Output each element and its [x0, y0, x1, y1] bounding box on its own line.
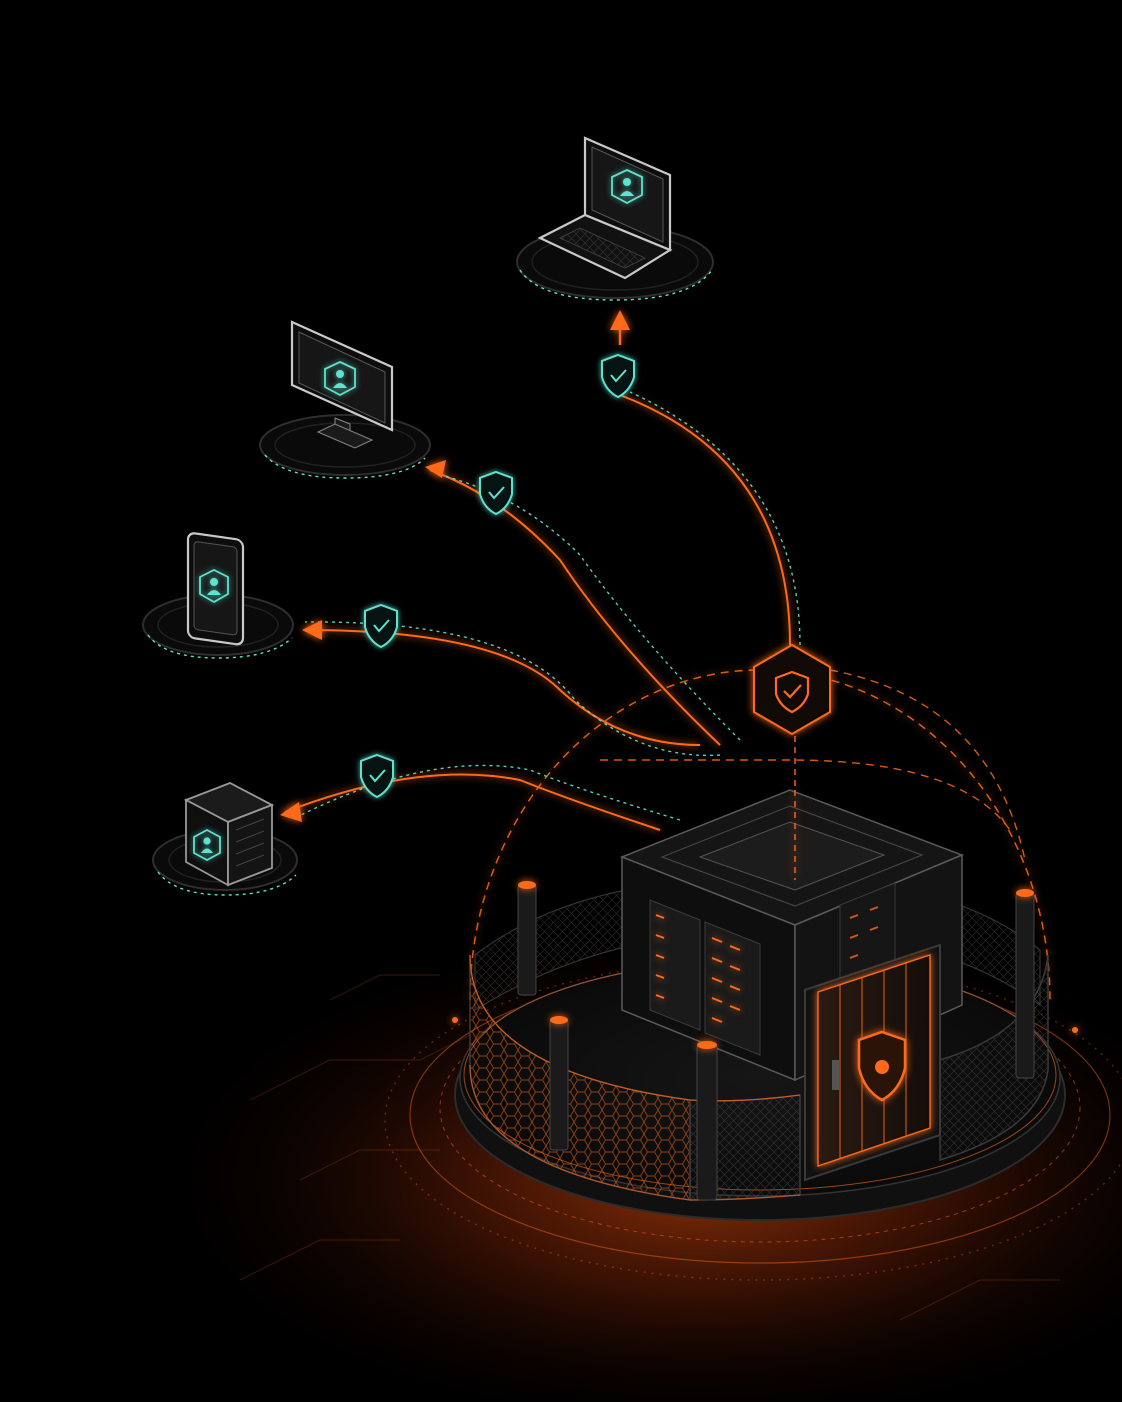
user-icon	[324, 361, 356, 397]
monitor-icon	[290, 320, 394, 449]
platform-monitor	[259, 414, 431, 479]
protection-dome	[469, 669, 1051, 1001]
floor-circuit-traces	[239, 974, 1060, 1321]
shield-check-icon	[479, 470, 513, 516]
arrow-left-icon	[425, 460, 446, 478]
fence-post	[1015, 889, 1035, 1079]
connection-laptop-orange	[619, 394, 791, 646]
connection-serverbox-orange	[284, 773, 661, 831]
user-icon	[199, 568, 229, 604]
shield-check-icon	[360, 753, 394, 799]
vault-gate	[804, 943, 941, 1182]
arrow-up-icon	[610, 310, 630, 330]
connection-phone-orange	[304, 629, 701, 746]
fence-post	[549, 1016, 569, 1151]
arrow-left-icon	[302, 620, 322, 640]
fence-post	[517, 881, 537, 996]
hub-dashed-link	[600, 759, 1011, 831]
base-lights	[452, 1017, 1078, 1033]
shield-badges	[360, 353, 635, 799]
shield-check-icon	[774, 670, 810, 714]
connection-monitor-teal	[439, 474, 741, 741]
user-icon	[611, 169, 643, 205]
arrow-left-icon	[280, 802, 302, 822]
connection-lines	[284, 391, 1026, 861]
laptop-icon	[537, 136, 673, 280]
fence-post	[696, 1041, 718, 1201]
shield-check-icon	[601, 353, 635, 399]
connection-serverbox-teal	[294, 764, 681, 821]
fence-posts	[517, 881, 1035, 1201]
connection-laptop-teal	[629, 391, 801, 646]
server-box-icon	[183, 782, 275, 887]
server-racks-left	[649, 899, 761, 1056]
arrowheads	[280, 310, 630, 822]
shield-check-icon	[364, 603, 398, 649]
user-icon	[193, 828, 221, 862]
phone-icon	[186, 532, 245, 646]
hub-dashed-link	[829, 669, 1026, 861]
security-hub	[753, 643, 831, 736]
shield-icon	[857, 1030, 907, 1102]
connection-phone-teal	[304, 621, 721, 757]
connection-monitor-orange	[429, 469, 721, 746]
fence-front	[469, 954, 1049, 1201]
